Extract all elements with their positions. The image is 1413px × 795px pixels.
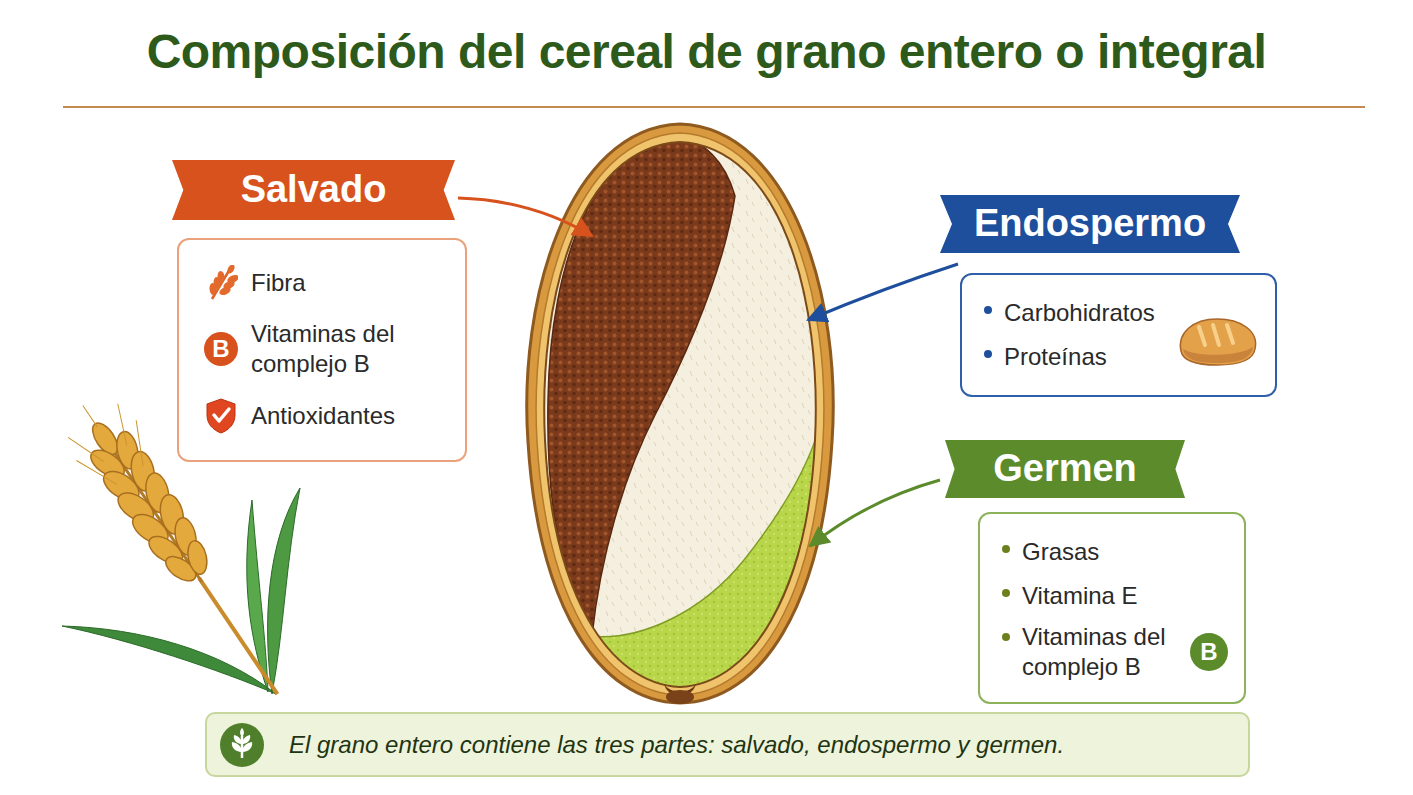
bullet-dot xyxy=(1002,589,1010,597)
info-box: GrasasVitamina E Vitaminas del complejo B… xyxy=(978,512,1246,704)
sprout-icon xyxy=(219,722,265,768)
nutrient-item: Vitaminas del complejo B xyxy=(1022,622,1180,682)
nutrient-item: Grasas xyxy=(1022,537,1099,567)
item-row: Fibra xyxy=(201,265,449,301)
nutrient-item: Antioxidantes xyxy=(251,401,395,431)
node-heading: Germen xyxy=(993,448,1137,490)
bread-icon xyxy=(1175,311,1261,369)
caption-band: El grano entero contiene las tres partes… xyxy=(205,712,1250,777)
grain-drawing xyxy=(527,124,833,704)
title-rule xyxy=(63,106,1365,108)
item-row: Carbohidratos xyxy=(984,295,1259,331)
diagram-title: Composición del cereal de grano entero o… xyxy=(147,24,1267,79)
fiber-icon xyxy=(204,265,238,301)
heading-ribbon: Endospermo xyxy=(940,195,1240,253)
title-bar: Composición del cereal de grano entero o… xyxy=(0,24,1413,79)
antioxidant-icon xyxy=(204,397,238,435)
item-row: Grasas xyxy=(1002,534,1228,570)
item-row: Antioxidantes xyxy=(201,397,449,435)
icon-slot: B xyxy=(201,331,241,367)
item-row: Vitamina E xyxy=(1002,578,1228,614)
vitamin-badge: B xyxy=(1190,633,1228,671)
item-row: Vitaminas del complejo B B xyxy=(1002,622,1228,682)
heading-ribbon: Germen xyxy=(945,440,1185,498)
nutrient-item: Fibra xyxy=(251,268,306,298)
nutrient-item: Vitamina E xyxy=(1022,581,1138,611)
vitamin-badge: B xyxy=(204,332,238,366)
heading-ribbon: Salvado xyxy=(172,160,455,220)
bullet-dot xyxy=(1002,633,1010,641)
icon-slot xyxy=(201,397,241,435)
item-row: Proteínas xyxy=(984,339,1259,375)
caption: El grano entero contiene las tres partes… xyxy=(289,731,1064,759)
info-box: FibraB Vitaminas del complejo B Antioxidan… xyxy=(177,238,467,462)
node-heading: Endospermo xyxy=(974,203,1206,245)
node-heading: Salvado xyxy=(241,169,387,211)
icon-slot xyxy=(201,265,241,301)
item-row: B Vitaminas del complejo B xyxy=(201,319,449,379)
leader-arrow xyxy=(808,264,958,320)
bullet-dot xyxy=(984,350,992,358)
leader-arrow xyxy=(458,198,592,236)
bullet-dot xyxy=(1002,545,1010,553)
nutrient-item: Vitaminas del complejo B xyxy=(251,319,431,379)
nutrient-item: Proteínas xyxy=(1004,342,1107,372)
icon-slot: B xyxy=(1190,633,1228,671)
leader-arrow xyxy=(810,480,940,546)
bullet-dot xyxy=(984,306,992,314)
nutrient-item: Carbohidratos xyxy=(1004,298,1155,328)
info-box: CarbohidratosProteínas xyxy=(960,273,1277,397)
